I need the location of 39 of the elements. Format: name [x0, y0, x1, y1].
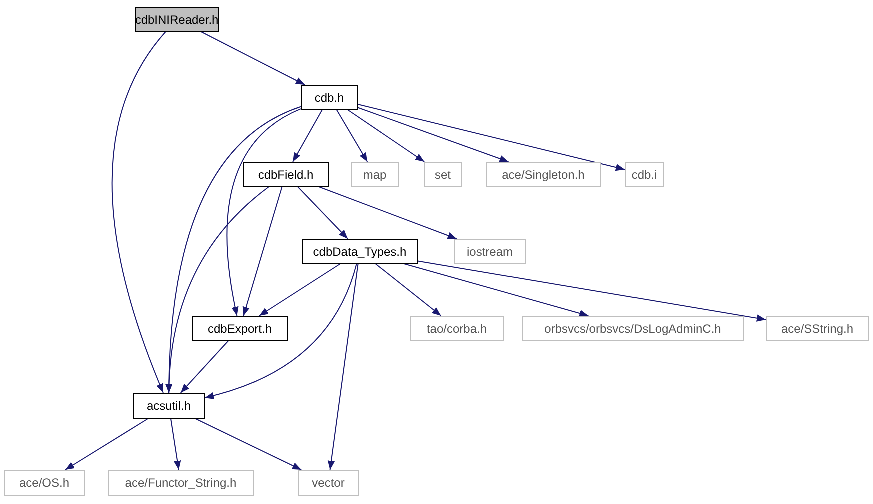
arrow	[180, 340, 230, 394]
file-box: orbsvcs/orbsvcs/DsLogAdminC.h	[522, 316, 744, 341]
file-box: cdbINIReader.h	[135, 7, 219, 32]
arrow	[318, 186, 458, 240]
file-box: cdbData_Types.h	[302, 239, 418, 264]
arrow	[166, 186, 270, 394]
arrow	[418, 260, 766, 322]
arrow	[298, 186, 348, 240]
arrow	[242, 186, 283, 316]
arrow	[336, 110, 368, 162]
arrow	[112, 32, 166, 394]
file-box: tao/corba.h	[410, 316, 504, 341]
arrow	[204, 264, 358, 400]
arrow	[200, 32, 306, 86]
arrow	[358, 107, 510, 162]
arrow	[358, 104, 626, 172]
file-box: acsutil.h	[133, 393, 205, 419]
file-box: set	[424, 162, 462, 187]
arrow	[347, 110, 426, 162]
arrow	[226, 108, 302, 316]
file-box: cdb.i	[625, 162, 664, 187]
file-box: cdbExport.h	[192, 316, 288, 341]
arrow	[258, 264, 342, 316]
file-box: cdbField.h	[243, 162, 329, 187]
file-box: ace/SString.h	[766, 316, 869, 341]
file-box: ace/Functor_String.h	[108, 470, 254, 496]
arrow	[195, 418, 302, 470]
file-box: iostream	[454, 239, 526, 264]
arrow	[170, 418, 182, 470]
arrow	[65, 418, 148, 470]
file-box: cdb.h	[301, 85, 358, 110]
file-box: map	[351, 162, 399, 187]
arrow	[375, 264, 442, 316]
file-box: vector	[298, 470, 359, 496]
arrow	[328, 264, 359, 470]
arrow	[404, 264, 590, 318]
file-box: ace/OS.h	[4, 470, 85, 496]
arrow	[292, 110, 323, 162]
file-box: ace/Singleton.h	[486, 162, 601, 187]
